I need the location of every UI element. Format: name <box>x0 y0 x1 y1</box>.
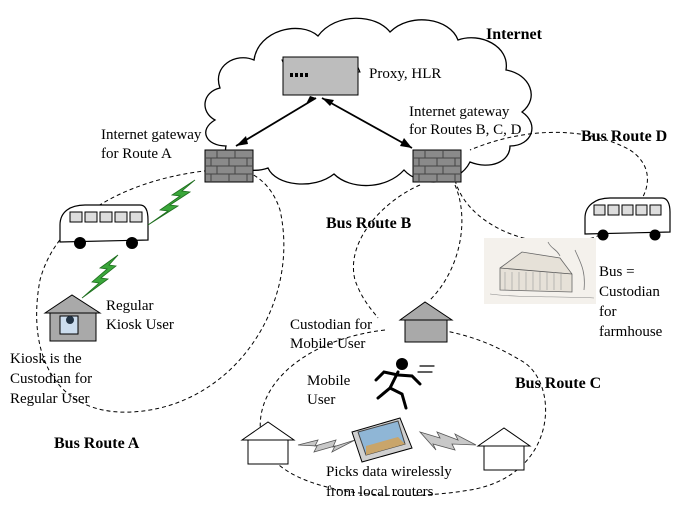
route-a-loop <box>36 167 285 413</box>
arrow-to-gateway-a <box>235 97 317 147</box>
pda-icon <box>351 417 413 463</box>
kiosk-custodian-label-line3: Regular User <box>10 391 90 407</box>
gateway-bcd-label-line2: for Routes B, C, D <box>409 122 522 138</box>
internet-cloud <box>204 17 533 187</box>
house-icon <box>240 421 296 465</box>
bus-route-a-label: Bus Route A <box>54 435 140 452</box>
firewall-icon <box>412 149 462 183</box>
gateway-a-label-line1: Internet gateway <box>101 127 202 143</box>
farmhouse-sketch-icon <box>484 238 596 304</box>
mobile-user-label-line2: User <box>307 392 336 408</box>
lightning-icon <box>147 179 196 226</box>
bus-icon <box>59 204 149 249</box>
bus-custodian-label-line2: Custodian <box>599 284 660 300</box>
regular-user-label-line2: Kiosk User <box>106 317 174 333</box>
lightning-icon <box>81 254 119 299</box>
kiosk-custodian-label-line2: Custodian for <box>10 371 93 387</box>
bus-route-d-label: Bus Route D <box>581 128 668 145</box>
firewall-icon <box>204 149 254 183</box>
picks-data-label-line1: Picks data wirelessly <box>326 464 452 480</box>
route-c-loop <box>259 329 546 497</box>
custodian-mobile-label-line2: Mobile User <box>290 336 366 352</box>
house-icon <box>476 427 532 471</box>
picks-data-label-line2: from local routers <box>326 484 434 500</box>
wireless-signal-icon <box>297 439 356 453</box>
kiosk-custodian-label-line1: Kiosk is the <box>10 351 82 367</box>
route-d-loop <box>454 131 648 244</box>
bus-custodian-label-line4: farmhouse <box>599 324 663 340</box>
mobile-user-label-line1: Mobile <box>307 373 351 389</box>
route-b-loop <box>353 184 421 319</box>
bus-custodian-label-line3: for <box>599 304 617 320</box>
house-icon <box>43 294 102 342</box>
custodian-mobile-label-line1: Custodian for <box>290 317 373 333</box>
runner-icon <box>374 358 435 410</box>
server-icon <box>281 56 361 96</box>
house-icon <box>398 301 454 343</box>
regular-user-label-line1: Regular <box>106 298 154 314</box>
bus-route-c-label: Bus Route C <box>515 375 602 392</box>
gateway-bcd-label-line1: Internet gateway <box>409 104 510 120</box>
bus-icon <box>584 197 671 241</box>
arrow-to-gateway-bcd <box>321 97 413 149</box>
gateway-a-label-line2: for Route A <box>101 146 172 162</box>
proxy-hlr-label: Proxy, HLR <box>369 66 442 82</box>
route-b-loop-right <box>429 184 463 301</box>
internet-label: Internet <box>486 26 542 43</box>
wireless-signal-icon <box>418 431 477 451</box>
bus-route-b-label: Bus Route B <box>326 215 412 232</box>
bus-custodian-label-line1: Bus = <box>599 264 635 280</box>
